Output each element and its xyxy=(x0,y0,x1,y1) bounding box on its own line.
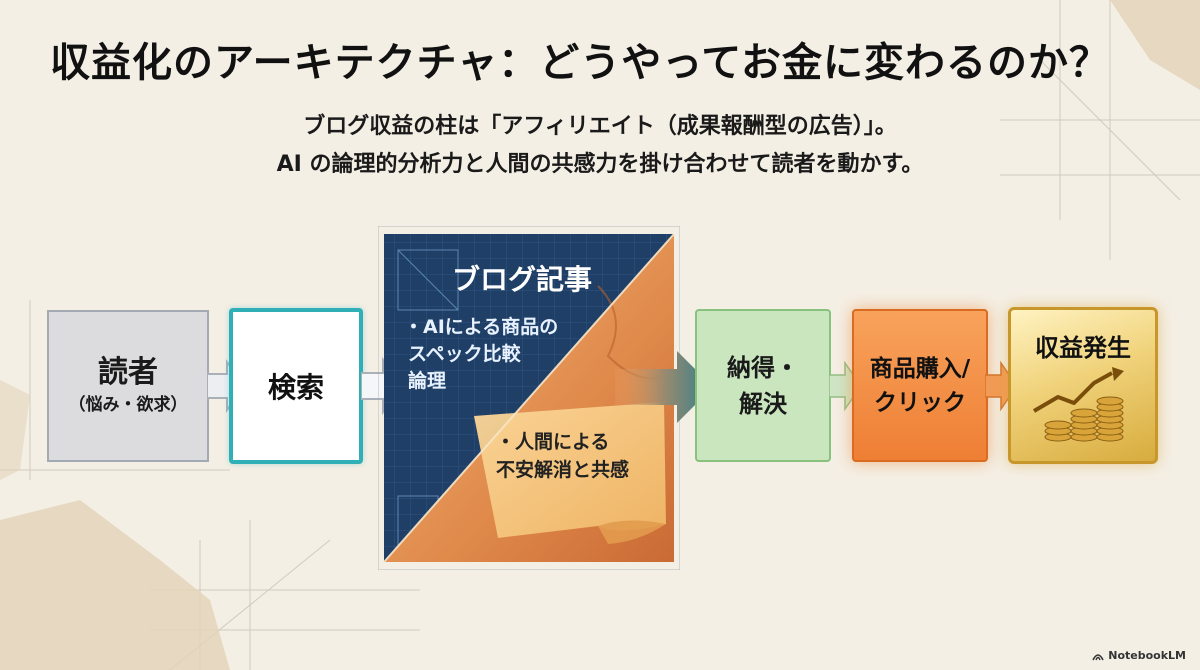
search-box: 検索 xyxy=(229,308,363,464)
logo-text: NotebookLM xyxy=(1108,649,1186,662)
purchase-line-1: 商品購入/ xyxy=(869,355,971,382)
arrow-blog-to-resolve-icon xyxy=(615,351,713,423)
subtitle-line-1: ブログ収益の柱は「アフィリエイト（成果報酬型の広告）」。 xyxy=(303,114,897,139)
growth-chart-coins-icon xyxy=(1032,367,1124,442)
logic-line-1: ・AIによる商品の xyxy=(404,316,559,338)
subtitle: ブログ収益の柱は「アフィリエイト（成果報酬型の広告）」。 AI の論理的分析力と… xyxy=(0,108,1200,184)
blog-empathy-points: ・人間による 不安解消と共感 xyxy=(496,428,629,484)
resolve-box: 納得・ 解決 xyxy=(695,309,831,462)
purchase-click-box: 商品購入/ クリック xyxy=(852,309,988,462)
resolve-line-1: 納得・ xyxy=(727,353,799,382)
page-title: 収益化のアーキテクチャ：どうやってお金に変わるのか？ xyxy=(50,40,1110,86)
empathy-line-1: ・人間による xyxy=(496,431,610,453)
blog-logic-points: ・AIによる商品の スペック比較 論理 xyxy=(404,314,558,395)
reader-sublabel: （悩み・欲求） xyxy=(68,395,188,415)
purchase-line-2: クリック xyxy=(874,389,966,416)
reader-box: 読者 （悩み・欲求） xyxy=(47,310,209,462)
blog-article-panel xyxy=(378,226,680,570)
reader-label: 読者 xyxy=(98,355,158,390)
empathy-line-2: 不安解消と共感 xyxy=(496,459,630,481)
revenue-label: 収益発生 xyxy=(1035,334,1131,362)
search-label: 検索 xyxy=(267,371,324,404)
subtitle-line-2: AI の論理的分析力と人間の共感力を掛け合わせて読者を動かす。 xyxy=(276,152,924,177)
notebooklm-logo: NotebookLM xyxy=(1092,649,1186,662)
resolve-line-2: 解決 xyxy=(739,389,787,418)
revenue-box: 収益発生 xyxy=(1008,307,1158,464)
notebooklm-logo-icon xyxy=(1092,653,1104,660)
logic-line-3: 論理 xyxy=(408,370,447,392)
logic-line-2: スペック比較 xyxy=(408,343,521,365)
blog-article-title: ブログ記事 xyxy=(452,263,593,296)
